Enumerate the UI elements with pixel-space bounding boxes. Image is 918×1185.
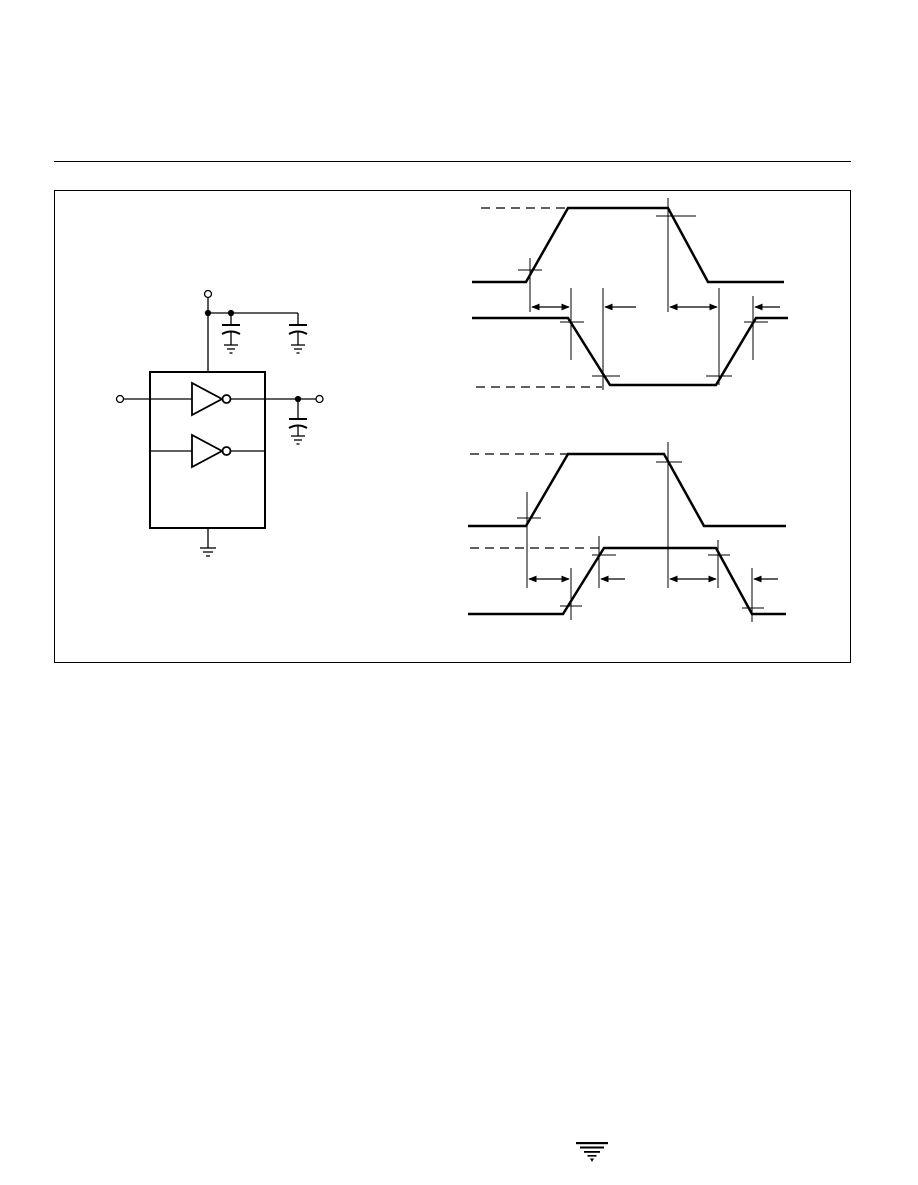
input-terminal	[115, 394, 125, 404]
output-waveform	[472, 316, 788, 387]
header-rule	[54, 161, 851, 162]
test-circuit-schematic	[115, 289, 324, 557]
bypass-capacitor	[221, 313, 241, 354]
ground-symbol	[200, 528, 216, 557]
supply-terminal	[203, 289, 213, 299]
input-waveform	[468, 452, 786, 528]
non-inverting-propagation-delay	[468, 442, 786, 622]
inverter	[191, 381, 298, 417]
logic-package	[149, 371, 266, 529]
output-waveform	[468, 546, 786, 616]
output-terminal	[315, 394, 324, 404]
load-capacitor	[288, 399, 308, 445]
figure-frame	[54, 190, 851, 663]
inverting-propagation-delay	[472, 198, 788, 390]
inverter	[150, 433, 265, 469]
manufacturer-logo-icon	[576, 1142, 608, 1162]
supply-capacitor	[288, 313, 308, 354]
input-waveform	[472, 206, 784, 284]
